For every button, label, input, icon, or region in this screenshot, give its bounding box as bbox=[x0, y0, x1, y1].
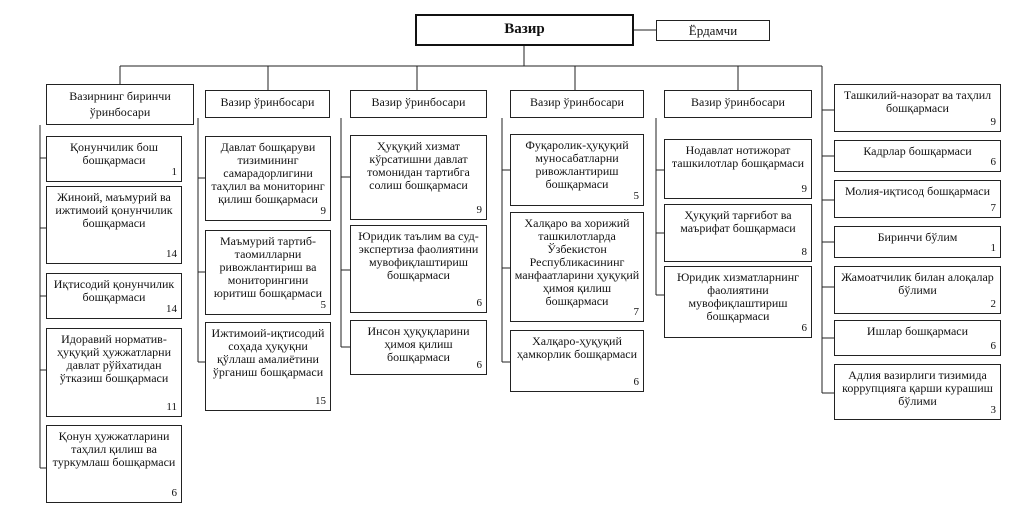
dept-count: 14 bbox=[166, 248, 177, 260]
dept-box: Халқаро-ҳуқуқий ҳамкорлик бошқармаси 6 bbox=[510, 330, 644, 392]
dept-count: 1 bbox=[990, 242, 997, 254]
dept-box: Ҳуқуқий тарғибот ва маърифат бошқармаси … bbox=[664, 204, 812, 262]
column-head-label: Вазир ўринбосари bbox=[371, 95, 466, 109]
dept-box: Фуқаролик-ҳуқуқий муносабатларни ривожла… bbox=[510, 134, 644, 206]
dept-count: 9 bbox=[476, 204, 483, 216]
dept-box: Қонун ҳужжатларини таҳлил қилиш ва турку… bbox=[46, 425, 182, 503]
dept-count: 7 bbox=[633, 306, 640, 318]
dept-box: Адлия вазирлиги тизимида коррупцияга қар… bbox=[834, 364, 1001, 420]
dept-count: 9 bbox=[801, 183, 808, 195]
dept-count: 6 bbox=[476, 297, 483, 309]
dept-box: Нодавлат нотижорат ташкилотлар бошқармас… bbox=[664, 139, 812, 199]
dept-box: Ишлар бошқармаси 6 bbox=[834, 320, 1001, 356]
dept-box: Жиноий, маъмурий ва ижтимоий қонунчилик … bbox=[46, 186, 182, 264]
dept-label: Халқаро ва хорижий ташкилотларда Ўзбекис… bbox=[514, 216, 640, 308]
dept-label: Жамоатчилик билан алоқалар бўлими bbox=[841, 270, 994, 297]
dept-count: 5 bbox=[320, 299, 327, 311]
dept-label: Фуқаролик-ҳуқуқий муносабатларни ривожла… bbox=[525, 138, 629, 191]
minister-label: Вазир bbox=[504, 21, 545, 37]
column-head-label: Вазир ўринбосари bbox=[530, 95, 624, 109]
dept-count: 15 bbox=[315, 395, 326, 407]
dept-count: 14 bbox=[166, 303, 177, 315]
dept-box: Жамоатчилик билан алоқалар бўлими 2 bbox=[834, 266, 1001, 314]
dept-count: 6 bbox=[801, 322, 808, 334]
dept-label: Жиноий, маъмурий ва ижтимоий қонунчилик … bbox=[55, 190, 173, 230]
assistant-box: Ёрдамчи bbox=[656, 20, 770, 41]
dept-label: Кадрлар бошқармаси bbox=[863, 144, 972, 158]
dept-label: Ҳуқуқий хизмат кўрсатишни давлат томонид… bbox=[367, 139, 470, 192]
dept-label: Маъмурий тартиб-таомилларни ривожлантири… bbox=[213, 234, 323, 300]
assistant-label: Ёрдамчи bbox=[688, 23, 738, 38]
dept-box: Иқтисодий қонунчилик бошқармаси 14 bbox=[46, 273, 182, 319]
dept-label: Биринчи бўлим bbox=[877, 230, 958, 244]
dept-label: Юридик хизматларнинг фаолиятини мувофиқл… bbox=[676, 270, 800, 323]
dept-count: 7 bbox=[990, 202, 997, 214]
dept-label: Ташкилий-назорат ва таҳлил бошқармаси bbox=[843, 88, 992, 115]
column-head-deputy-5: Вазир ўринбосари bbox=[664, 90, 812, 118]
dept-count: 2 bbox=[990, 298, 997, 310]
minister-box: Вазир bbox=[415, 14, 634, 46]
dept-box: Биринчи бўлим 1 bbox=[834, 226, 1001, 258]
dept-label: Идоравий норматив-ҳуқуқий ҳужжатларни да… bbox=[56, 332, 172, 385]
column-head-deputy-2: Вазир ўринбосари bbox=[205, 90, 330, 118]
dept-count: 11 bbox=[166, 401, 177, 413]
dept-count: 6 bbox=[990, 340, 997, 352]
column-head-deputy-3: Вазир ўринбосари bbox=[350, 90, 487, 118]
dept-count: 6 bbox=[990, 156, 997, 168]
dept-box: Давлат бошқаруви тизимининг самарадорлиг… bbox=[205, 136, 331, 221]
dept-label: Юридик таълим ва суд-экспертиза фаолияти… bbox=[358, 229, 479, 282]
dept-box: Қонунчилик бош бошқармаси 1 bbox=[46, 136, 182, 182]
dept-label: Молия-иқтисод бошқармаси bbox=[844, 184, 991, 198]
dept-label: Давлат бошқаруви тизимининг самарадорлиг… bbox=[211, 140, 325, 206]
dept-box: Ташкилий-назорат ва таҳлил бошқармаси 9 bbox=[834, 84, 1001, 132]
dept-label: Ишлар бошқармаси bbox=[866, 324, 969, 338]
dept-box: Ҳуқуқий хизмат кўрсатишни давлат томонид… bbox=[350, 135, 487, 220]
dept-box: Юридик таълим ва суд-экспертиза фаолияти… bbox=[350, 225, 487, 313]
dept-box: Ижтимоий-иқтисодий соҳада ҳуқуқни қўллаш… bbox=[205, 322, 331, 411]
column-head-label: Вазирнинг биринчи ўринбосари bbox=[69, 89, 171, 119]
dept-count: 9 bbox=[990, 116, 997, 128]
dept-box: Маъмурий тартиб-таомилларни ривожлантири… bbox=[205, 230, 331, 315]
dept-label: Қонун ҳужжатларини таҳлил қилиш ва турку… bbox=[52, 429, 176, 469]
column-head-first-deputy: Вазирнинг биринчи ўринбосари bbox=[46, 84, 194, 125]
dept-label: Ҳуқуқий тарғибот ва маърифат бошқармаси bbox=[680, 208, 796, 235]
dept-label: Инсон ҳуқуқларини ҳимоя қилиш бошқармаси bbox=[367, 324, 470, 364]
column-head-label: Вазир ўринбосари bbox=[220, 95, 315, 109]
dept-count: 6 bbox=[171, 487, 178, 499]
dept-label: Иқтисодий қонунчилик бошқармаси bbox=[53, 277, 175, 304]
dept-box: Идоравий норматив-ҳуқуқий ҳужжатларни да… bbox=[46, 328, 182, 417]
dept-count: 3 bbox=[990, 404, 997, 416]
dept-box: Инсон ҳуқуқларини ҳимоя қилиш бошқармаси… bbox=[350, 320, 487, 375]
dept-box: Юридик хизматларнинг фаолиятини мувофиқл… bbox=[664, 266, 812, 338]
dept-box: Халқаро ва хорижий ташкилотларда Ўзбекис… bbox=[510, 212, 644, 322]
dept-count: 6 bbox=[476, 359, 483, 371]
dept-label: Қонунчилик бош бошқармаси bbox=[70, 140, 158, 167]
dept-box: Молия-иқтисод бошқармаси 7 bbox=[834, 180, 1001, 218]
dept-label: Нодавлат нотижорат ташкилотлар бошқармас… bbox=[671, 143, 805, 170]
dept-count: 9 bbox=[320, 205, 327, 217]
dept-count: 8 bbox=[801, 246, 808, 258]
dept-label: Адлия вазирлиги тизимида коррупцияга қар… bbox=[842, 368, 993, 408]
dept-box: Кадрлар бошқармаси 6 bbox=[834, 140, 1001, 172]
dept-count: 5 bbox=[633, 190, 640, 202]
dept-label: Халқаро-ҳуқуқий ҳамкорлик бошқармаси bbox=[516, 334, 638, 361]
column-head-label: Вазир ўринбосари bbox=[691, 95, 785, 109]
dept-count: 1 bbox=[171, 166, 178, 178]
dept-count: 6 bbox=[633, 376, 640, 388]
dept-label: Ижтимоий-иқтисодий соҳада ҳуқуқни қўллаш… bbox=[211, 326, 325, 379]
column-head-deputy-4: Вазир ўринбосари bbox=[510, 90, 644, 118]
